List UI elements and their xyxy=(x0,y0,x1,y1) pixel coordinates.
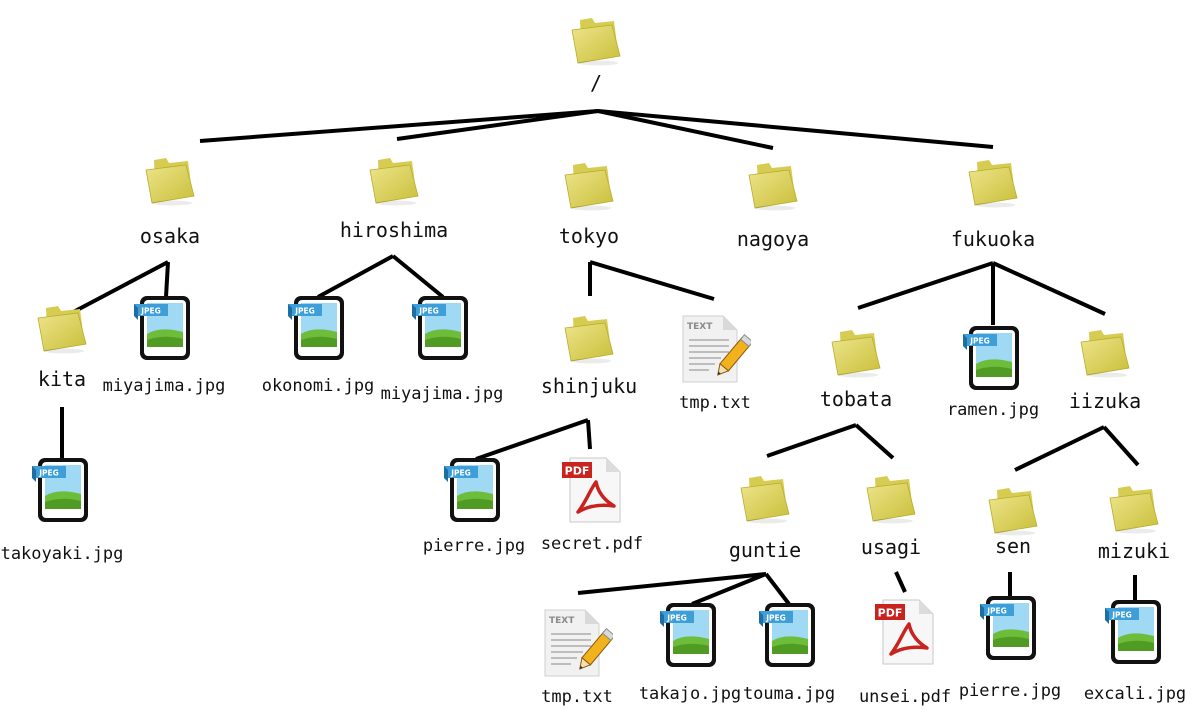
folder-icon xyxy=(561,161,617,216)
svg-text:PDF: PDF xyxy=(878,607,903,620)
folder-icon xyxy=(828,328,884,383)
folder-icon xyxy=(561,314,617,369)
folder-label: kita xyxy=(37,367,87,391)
folder-label: iizuka xyxy=(1068,389,1142,413)
file-label: miyajima.jpg xyxy=(102,376,226,396)
folder-icon xyxy=(1077,328,1133,383)
file-label: takoyaki.jpg xyxy=(0,544,124,564)
svg-text:JPEG: JPEG xyxy=(986,607,1007,616)
file-label: tmp.txt xyxy=(679,393,751,413)
pdf-file-icon: PDF xyxy=(873,598,937,671)
svg-text:JPEG: JPEG xyxy=(450,469,471,478)
file-label: tmp.txt xyxy=(541,687,613,707)
text-file-icon: TEXT xyxy=(541,608,616,685)
folder-icon xyxy=(366,156,422,211)
tree-edge xyxy=(1014,425,1105,472)
folder-icon xyxy=(985,486,1041,541)
tree-edge xyxy=(61,260,169,320)
folder-label: tobata xyxy=(819,387,893,411)
folder-icon xyxy=(568,16,624,71)
jpeg-file-icon: JPEG xyxy=(288,294,348,369)
folder-label: / xyxy=(589,71,603,95)
svg-text:JPEG: JPEG xyxy=(969,337,990,346)
folder-label: osaka xyxy=(139,224,201,248)
pdf-file-icon: PDF xyxy=(560,456,624,529)
svg-text:PDF: PDF xyxy=(565,465,590,478)
folder-label: usagi xyxy=(860,535,922,559)
folder-icon xyxy=(863,474,919,529)
tree-edge xyxy=(992,261,1106,316)
folder-label: shinjuku xyxy=(540,374,638,398)
svg-text:JPEG: JPEG xyxy=(666,614,687,623)
svg-text:JPEG: JPEG xyxy=(294,307,315,316)
jpeg-file-icon: JPEG xyxy=(134,294,194,369)
jpeg-file-icon: JPEG xyxy=(759,601,819,676)
tree-edge xyxy=(691,572,767,606)
tree-edge xyxy=(475,418,589,461)
file-label: pierre.jpg xyxy=(422,536,526,556)
file-label: secret.pdf xyxy=(540,534,644,554)
folder-label: mizuki xyxy=(1097,539,1171,563)
folder-label: fukuoka xyxy=(950,227,1036,251)
jpeg-file-icon: JPEG xyxy=(1105,598,1165,673)
folder-icon xyxy=(745,161,801,216)
tree-edge xyxy=(391,254,445,299)
jpeg-file-icon: JPEG xyxy=(963,324,1023,399)
folder-label: nagoya xyxy=(736,227,810,251)
file-label: takajo.jpg xyxy=(638,684,742,704)
file-label: excali.jpg xyxy=(1083,684,1187,704)
text-file-icon: TEXT xyxy=(679,314,754,391)
tree-edge xyxy=(199,109,599,143)
tree-edge xyxy=(597,109,774,150)
file-label: okonomi.jpg xyxy=(261,376,375,396)
file-label: miyajima.jpg xyxy=(380,384,504,404)
tree-edge xyxy=(597,109,994,149)
svg-text:JPEG: JPEG xyxy=(38,469,59,478)
folder-label: guntie xyxy=(728,538,802,562)
svg-text:TEXT: TEXT xyxy=(549,616,575,626)
folder-icon xyxy=(737,474,793,529)
file-label: pierre.jpg xyxy=(958,681,1062,701)
jpeg-file-icon: JPEG xyxy=(444,456,504,531)
tree-edge xyxy=(766,423,857,458)
file-label: ramen.jpg xyxy=(946,400,1040,420)
tree-edge xyxy=(764,572,791,606)
tree-edge xyxy=(589,260,715,301)
file-label: touma.jpg xyxy=(742,684,836,704)
tree-edge xyxy=(857,261,994,310)
jpeg-file-icon: JPEG xyxy=(660,601,720,676)
tree-edge xyxy=(317,254,394,299)
folder-icon xyxy=(34,304,90,359)
tree-edge xyxy=(164,261,170,298)
tree-edge xyxy=(854,423,895,460)
tree-edge xyxy=(577,572,767,595)
folder-label: hiroshima xyxy=(339,218,449,242)
svg-text:TEXT: TEXT xyxy=(687,322,713,332)
svg-text:JPEG: JPEG xyxy=(418,307,439,316)
folder-icon xyxy=(142,156,198,211)
svg-text:JPEG: JPEG xyxy=(1111,611,1132,620)
svg-text:JPEG: JPEG xyxy=(765,614,786,623)
folder-label: sen xyxy=(994,534,1032,558)
tree-edge xyxy=(396,109,599,141)
jpeg-file-icon: JPEG xyxy=(412,294,472,369)
svg-text:JPEG: JPEG xyxy=(140,307,161,316)
folder-label: tokyo xyxy=(558,224,620,248)
jpeg-file-icon: JPEG xyxy=(32,456,92,531)
jpeg-file-icon: JPEG xyxy=(980,594,1040,669)
file-label: unsei.pdf xyxy=(858,687,952,707)
tree-edge xyxy=(894,571,907,593)
folder-icon xyxy=(965,158,1021,213)
folder-icon xyxy=(1106,484,1162,539)
tree-edge xyxy=(586,419,592,450)
tree-edge xyxy=(1102,425,1140,467)
